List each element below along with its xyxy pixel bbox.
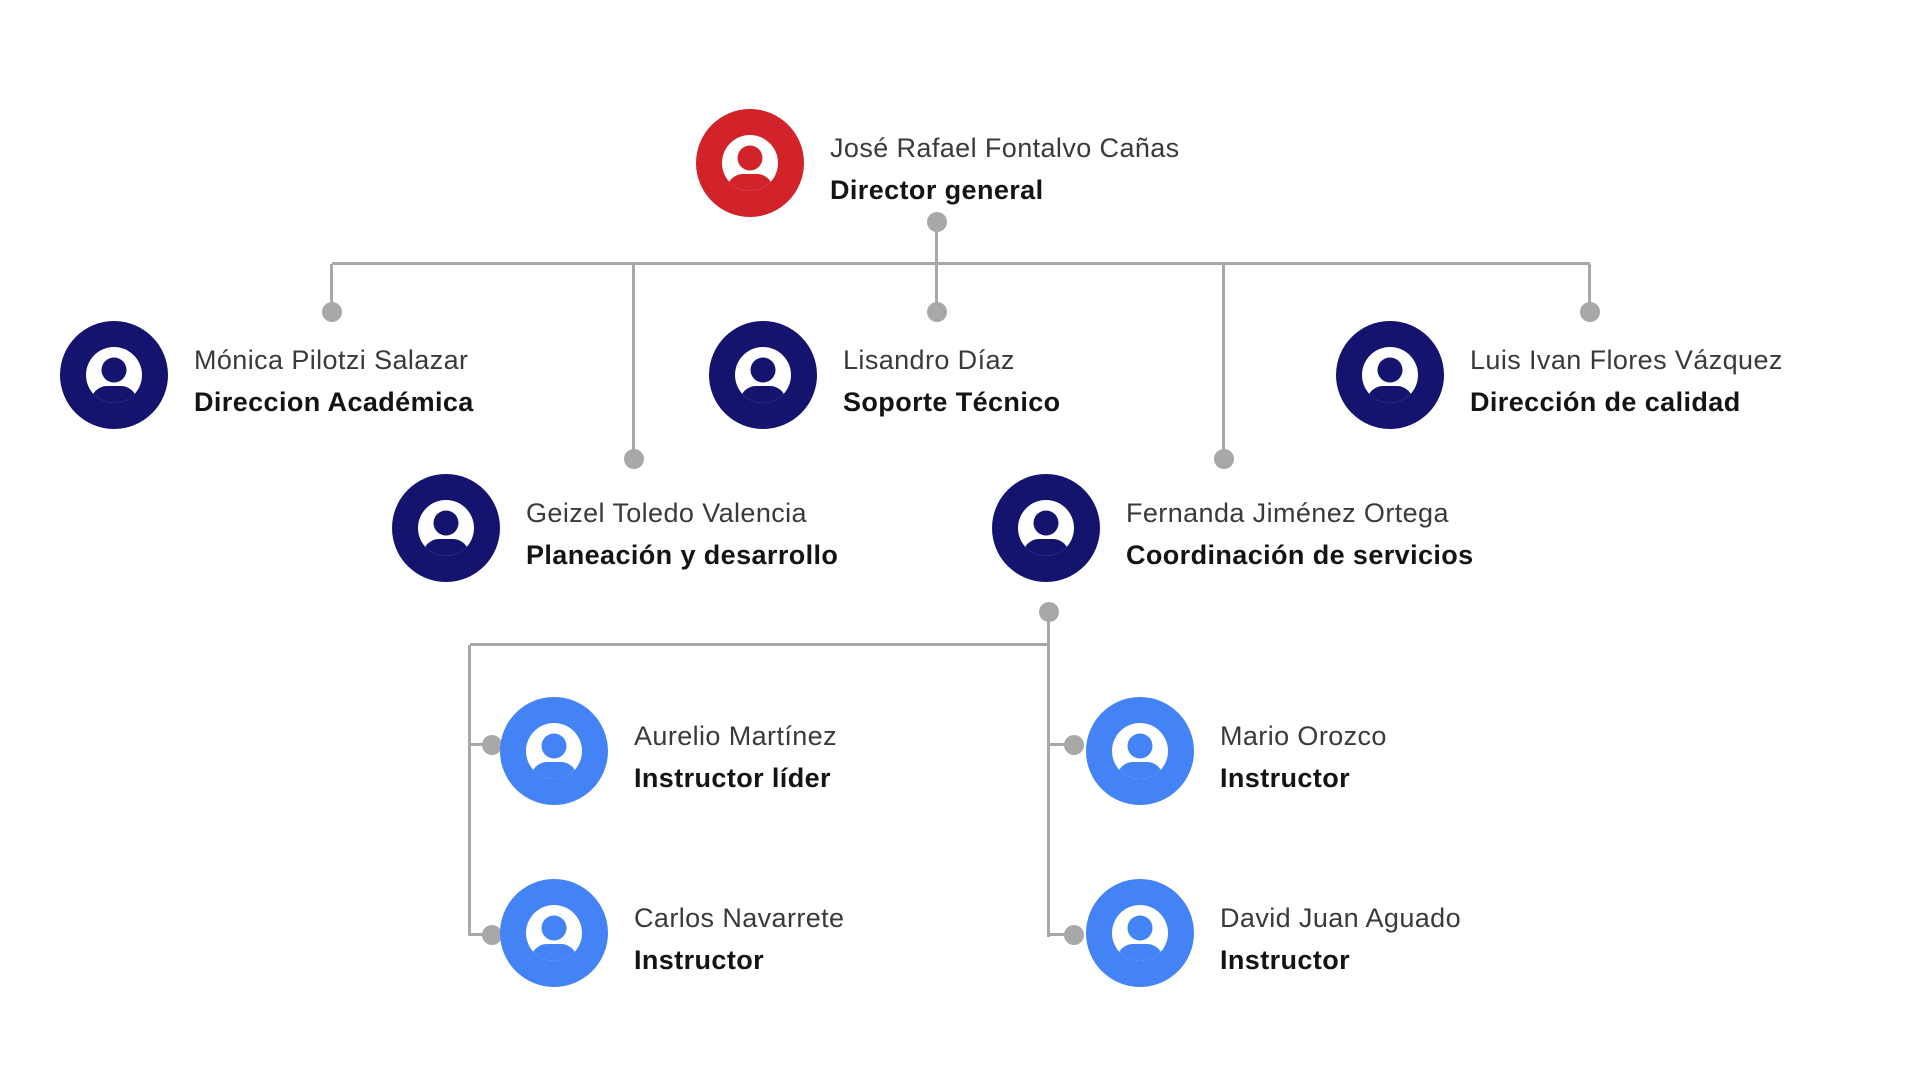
- org-node-director-general: José Rafael Fontalvo Cañas Director gene…: [696, 109, 1180, 217]
- org-node-direccion-academica: Mónica Pilotzi Salazar Direccion Académi…: [60, 321, 474, 429]
- connector-level2-bus: [332, 262, 1590, 265]
- connector-dot-monica: [322, 302, 342, 322]
- connector-tick-david: [1049, 933, 1074, 936]
- org-node-instructor-lider: Aurelio Martínez Instructor líder: [500, 697, 837, 805]
- org-node-coordinacion-servicios: Fernanda Jiménez Ortega Coordinación de …: [992, 474, 1474, 582]
- person-name: Luis Ivan Flores Vázquez: [1470, 345, 1783, 375]
- connector-tick-aurelio: [470, 743, 492, 746]
- person-title: Planeación y desarrollo: [526, 540, 839, 570]
- connector-drop-fernanda: [1222, 264, 1225, 460]
- connector-dot-geizel: [624, 449, 644, 469]
- person-title: Instructor: [634, 945, 765, 975]
- org-node-instructor-david: David Juan Aguado Instructor: [1086, 879, 1461, 987]
- person-title: Instructor: [1220, 945, 1351, 975]
- person-icon: [709, 321, 817, 429]
- person-title: Coordinación de servicios: [1126, 540, 1474, 570]
- org-node-instructor-mario: Mario Orozco Instructor: [1086, 697, 1387, 805]
- connector-dot-aurelio: [482, 735, 502, 755]
- connector-fernanda-rail: [1047, 612, 1050, 937]
- person-icon: [500, 697, 608, 805]
- connector-dot-root: [927, 212, 947, 232]
- person-title: Direccion Académica: [194, 387, 474, 417]
- connector-dot-fernanda-out: [1039, 602, 1059, 622]
- person-name: Mónica Pilotzi Salazar: [194, 345, 469, 375]
- connector-dot-lisandro: [927, 302, 947, 322]
- person-icon: [1336, 321, 1444, 429]
- connector-dot-fernanda-in: [1214, 449, 1234, 469]
- person-title: Instructor: [1220, 763, 1351, 793]
- person-title: Instructor líder: [634, 763, 831, 793]
- person-name: José Rafael Fontalvo Cañas: [830, 133, 1180, 163]
- connector-left-rail: [468, 645, 471, 936]
- org-node-instructor-carlos: Carlos Navarrete Instructor: [500, 879, 844, 987]
- connector-dot-carlos: [482, 925, 502, 945]
- connector-tick-mario: [1049, 743, 1074, 746]
- person-icon: [696, 109, 804, 217]
- connector-drop-geizel: [632, 264, 635, 460]
- person-name: Mario Orozco: [1220, 721, 1387, 751]
- org-node-direccion-calidad: Luis Ivan Flores Vázquez Dirección de ca…: [1336, 321, 1783, 429]
- connector-tick-carlos: [470, 933, 492, 936]
- connector-root-stem: [935, 222, 938, 314]
- org-node-planeacion-desarrollo: Geizel Toledo Valencia Planeación y desa…: [392, 474, 838, 582]
- person-name: Geizel Toledo Valencia: [526, 498, 807, 528]
- person-title: Director general: [830, 175, 1044, 205]
- connector-dot-mario: [1064, 735, 1084, 755]
- person-name: Carlos Navarrete: [634, 903, 845, 933]
- connector-drop-monica: [330, 264, 333, 314]
- person-title: Dirección de calidad: [1470, 387, 1741, 417]
- person-icon: [60, 321, 168, 429]
- connector-dot-luis: [1580, 302, 1600, 322]
- connector-branch-left: [470, 643, 1049, 646]
- org-node-soporte-tecnico: Lisandro Díaz Soporte Técnico: [709, 321, 1061, 429]
- person-icon: [500, 879, 608, 987]
- person-icon: [1086, 879, 1194, 987]
- person-icon: [392, 474, 500, 582]
- person-name: Aurelio Martínez: [634, 721, 837, 751]
- person-title: Soporte Técnico: [843, 387, 1061, 417]
- connector-drop-luis: [1588, 264, 1591, 314]
- person-name: Fernanda Jiménez Ortega: [1126, 498, 1449, 528]
- person-icon: [1086, 697, 1194, 805]
- person-icon: [992, 474, 1100, 582]
- person-name: Lisandro Díaz: [843, 345, 1015, 375]
- person-name: David Juan Aguado: [1220, 903, 1461, 933]
- connector-dot-david: [1064, 925, 1084, 945]
